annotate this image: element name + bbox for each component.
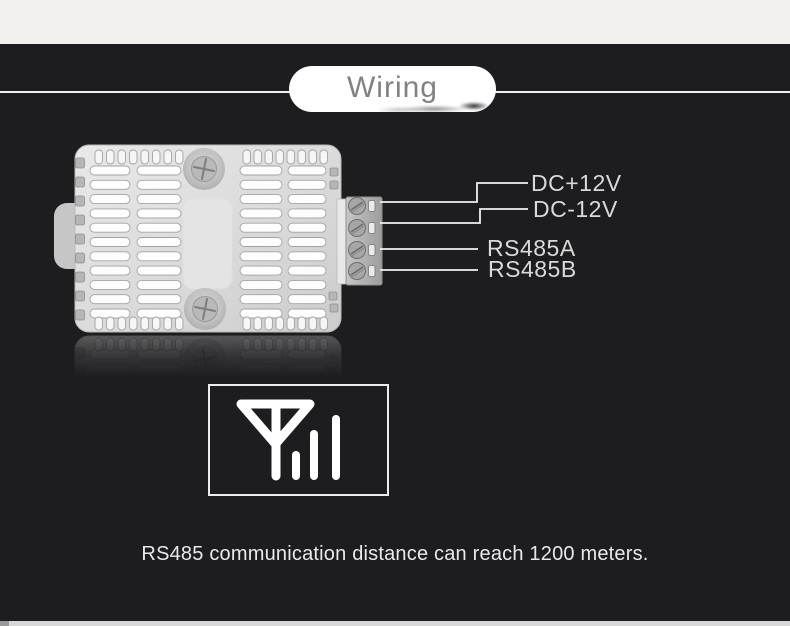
terminal-wire-slots (368, 200, 376, 277)
section-title-pill: Wiring (289, 66, 496, 112)
wire-line-dc-plus-12v (380, 182, 528, 203)
pill-smudge-artifact (379, 98, 496, 112)
reflection-fade (53, 333, 385, 379)
caption-text: RS485 communication distance can reach 1… (141, 543, 649, 565)
device-illustration (54, 144, 383, 333)
top-band (0, 0, 790, 44)
device-vent-slots (75, 149, 339, 331)
terminal-label-rs485-a: RS485A (487, 235, 576, 261)
device-screw-top (183, 148, 225, 190)
terminal-label-rs485-b: RS485B (488, 256, 577, 282)
bottom-band-corner (0, 621, 9, 626)
terminal-label-dc-plus-12v: DC+12V (531, 170, 622, 196)
wire-lines (380, 182, 528, 271)
antenna-signal-icon (236, 399, 340, 481)
signal-strength-box (208, 384, 389, 496)
device-center-panel (183, 199, 232, 289)
page-title: Wiring (346, 71, 438, 104)
terminal-screws (348, 197, 366, 280)
terminal-block (336, 196, 383, 286)
bottom-band (0, 621, 790, 626)
device-reflection (53, 333, 385, 379)
wire-line-dc-minus-12v (380, 208, 528, 224)
device-screw-bottom (184, 288, 226, 330)
terminal-label-dc-minus-12v: DC-12V (533, 196, 618, 222)
